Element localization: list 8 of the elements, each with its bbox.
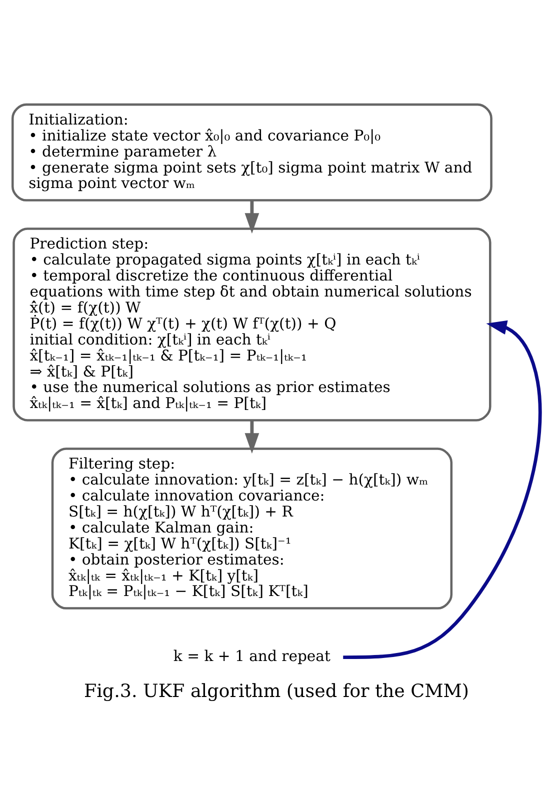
node-text: k = k + 1 and repeat (173, 648, 330, 666)
arrow (244, 420, 260, 454)
caption: Fig.3. UKF algorithm (used for the CMM) (84, 680, 470, 702)
node-box: Initialization: • initialize state vector x̂₀|₀ and covariance P₀|₀ • determine parameter λ • generate sigma point sets χ[t₀] sigma point matrix W and sigma point vector wₘ (11, 103, 492, 202)
arrow (244, 200, 260, 234)
arrow (343, 320, 542, 659)
node-box: Filtering step: • calculate innovation: y[tₖ] = z[tₖ] − h(χ[tₖ]) wₘ • calculate innovation covariance: S[tₖ] = h(χ[tₖ]) W hᵀ(χ[tₖ]) + R • calculate Kalman gain: K[tₖ] = χ[tₖ] W hᵀ(χ[tₖ]) S[tₖ]⁻¹ • obtain posterior estimates: x̂ₜₖ|ₜₖ = x̂ₜₖ|ₜₖ₋₁ + K[tₖ] y[tₖ] Pₜₖ|ₜₖ = Pₜₖ|ₜₖ₋₁ − K[tₖ] S[tₖ] Kᵀ[tₖ] (51, 448, 453, 610)
node-box: Prediction step: • calculate propagated sigma points χ[tₖⁱ] in each tₖⁱ • temporal discretize the continuous differential equations with time step δt and obtain numerical solutions x̂̇(t) = f(χ(t)) W Ṗ(t) = f(χ(t)) W χᵀ(t) + χ(t) W fᵀ(χ(t)) + Q initial condition: χ[tₖⁱ] in each tₖⁱ x̂[tₖ₋₁] = x̂ₜₖ₋₁|ₜₖ₋₁ & P[tₖ₋₁] = Pₜₖ₋₁|ₜₖ₋₁ ⇒ x̂[tₖ] & P[tₖ] • use the numerical solutions as prior estimates x̂ₜₖ|ₜₖ₋₁ = x̂[tₖ] and Pₜₖ|ₜₖ₋₁ = P[tₖ] (12, 228, 492, 422)
